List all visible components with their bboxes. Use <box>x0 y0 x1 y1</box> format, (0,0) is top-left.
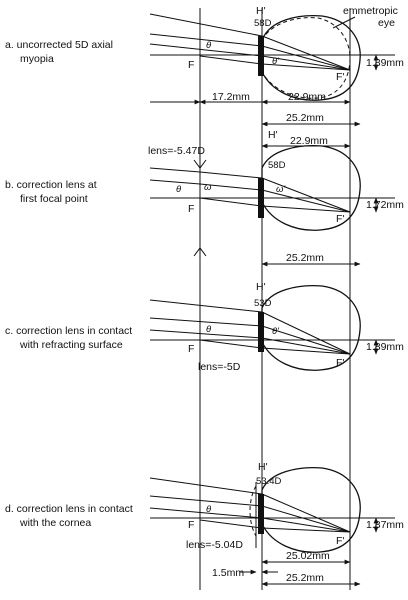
ray <box>261 337 351 355</box>
ray <box>149 507 263 519</box>
ray <box>261 347 351 355</box>
eye-outline <box>261 466 361 553</box>
focal-point-f: F <box>188 59 194 71</box>
focal-point-f-prime: F' <box>336 357 344 369</box>
eye-outline <box>261 14 361 101</box>
image-size: 1.87mm <box>366 519 404 531</box>
emmetropic-pointer <box>332 16 356 29</box>
ray <box>149 167 201 173</box>
panel-c-caption-1: c. correction lens in contact <box>5 325 132 337</box>
lens-label: lens=-5D <box>198 361 241 373</box>
dim-22-9: 22.9mm <box>290 135 328 147</box>
ray <box>149 33 263 47</box>
ray <box>199 171 263 179</box>
panel-c-caption-2: with refracting surface <box>19 339 123 351</box>
ray <box>199 55 263 65</box>
dim-25-2: 25.2mm <box>286 252 324 264</box>
focal-point-f-prime: F' <box>336 71 344 83</box>
panel-d: d. correction lens in contact with the c… <box>5 461 404 587</box>
ray <box>261 311 351 355</box>
lens-label: lens=-5.47D <box>148 145 205 157</box>
refracting-surface <box>258 494 264 534</box>
image-size: 1.89mm <box>366 341 404 353</box>
ray <box>261 55 351 71</box>
theta-label: θ <box>206 504 212 515</box>
emmetropic-label: emmetropic <box>343 5 398 17</box>
image-size: 1.72mm <box>366 199 404 211</box>
ray <box>199 197 263 207</box>
h-prime-label: H' <box>268 129 278 141</box>
panel-c: c. correction lens in contact with refra… <box>5 281 404 373</box>
theta-label: θ <box>206 324 212 335</box>
ray <box>261 325 351 355</box>
ray <box>149 495 263 507</box>
ray <box>199 519 263 529</box>
ray <box>149 43 263 57</box>
panel-b-caption-1: b. correction lens at <box>5 179 97 191</box>
panel-d-caption-1: d. correction lens in contact <box>5 503 133 515</box>
dim-25-02: 25.02mm <box>286 550 330 562</box>
theta-label: θ <box>206 40 212 51</box>
dim-25-2: 25.2mm <box>286 112 324 124</box>
ray <box>261 35 351 71</box>
ray <box>149 329 263 339</box>
omega-prime-label: ω' <box>276 184 286 195</box>
power-label: 53D <box>254 298 272 309</box>
dim-22-9: 22.9mm <box>288 91 326 103</box>
h-prime-label: H' <box>256 281 266 293</box>
lens-label: lens=-5.04D <box>186 539 243 551</box>
emmetropic-label-2: eye <box>378 17 395 29</box>
dim-25-2: 25.2mm <box>286 572 324 584</box>
focal-point-f-prime: F' <box>336 213 344 225</box>
focal-point-f: F <box>188 203 194 215</box>
ray <box>261 493 351 533</box>
ray <box>149 299 263 313</box>
ray <box>199 339 263 349</box>
ray <box>261 63 351 71</box>
panel-a-caption-2: myopia <box>20 53 54 65</box>
emmetropic-eye-outline <box>261 17 351 99</box>
refracting-surface <box>258 312 264 352</box>
ray <box>149 179 201 185</box>
ray <box>261 177 351 213</box>
panel-d-caption-2: with the cornea <box>19 517 91 529</box>
focal-point-f-prime: F' <box>336 535 344 547</box>
ray <box>199 183 263 191</box>
power-label: 58D <box>268 160 286 171</box>
dim-17-2: 17.2mm <box>212 91 250 103</box>
theta-label: θ <box>176 184 182 195</box>
h-prime-label: H' <box>256 5 266 17</box>
panel-b-caption-2: first focal point <box>20 193 88 205</box>
lens-arrow-bottom <box>193 247 207 257</box>
power-label: 58D <box>254 18 272 29</box>
theta-prime-label: θ' <box>272 326 280 337</box>
image-size: 1.89mm <box>366 57 404 69</box>
focal-point-f: F <box>188 519 194 531</box>
eye-outline <box>261 144 361 231</box>
ray <box>261 517 351 533</box>
ray <box>261 45 351 71</box>
eye-outline <box>261 284 361 371</box>
theta-prime-label: θ' <box>272 56 280 67</box>
ray <box>149 317 263 327</box>
lens-arrow-top <box>193 159 207 169</box>
ray <box>261 189 351 213</box>
ray <box>261 527 351 533</box>
ray <box>149 477 263 495</box>
panel-a: a. uncorrected 5D axial myopia emmetropi… <box>5 5 404 127</box>
panel-a-caption-1: a. uncorrected 5D axial <box>5 39 113 51</box>
h-prime-label: H' <box>258 461 268 473</box>
dim-1-5: 1.5mm <box>212 567 244 579</box>
focal-point-f: F <box>188 343 194 355</box>
omega-label: ω <box>204 182 212 193</box>
ray <box>149 13 263 37</box>
ray <box>261 205 351 213</box>
panel-b: b. correction lens at first focal point … <box>5 129 404 267</box>
ray <box>261 505 351 533</box>
